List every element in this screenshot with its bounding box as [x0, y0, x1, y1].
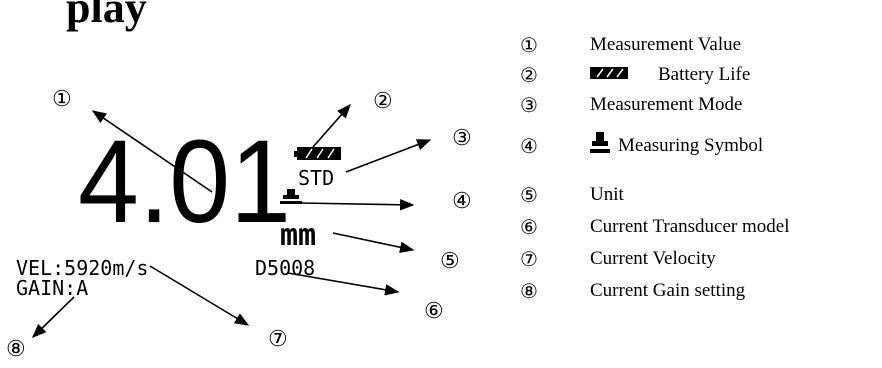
legend-label: Measuring Symbol [618, 135, 764, 156]
gain-readout: GAIN:A [16, 276, 88, 300]
legend-label: Current Gain setting [590, 280, 746, 301]
measurement-mode: STD [298, 166, 334, 190]
callout-3: ③ [452, 125, 472, 150]
legend-item-3: ③ Measurement Mode [520, 90, 742, 120]
section-title-fragment: play [66, 0, 147, 32]
measuring-symbol-icon [280, 189, 302, 204]
measuring-symbol-icon [590, 132, 610, 160]
callout-1: ① [52, 86, 72, 111]
legend-label: Unit [590, 184, 624, 205]
legend-label: Current Transducer model [590, 216, 790, 237]
arrow-5 [332, 232, 415, 253]
arrow-6 [287, 272, 400, 296]
legend-number: ⑥ [520, 216, 538, 239]
callout-6: ⑥ [424, 298, 444, 323]
legend-number: ② [520, 64, 538, 87]
legend-item-1: ① Measurement Value [520, 30, 741, 60]
arrow-1 [91, 110, 213, 193]
callout-2: ② [373, 88, 393, 113]
arrow-7 [149, 265, 250, 326]
arrow-4 [299, 199, 415, 211]
legend-number: ④ [520, 135, 538, 158]
arrow-8 [31, 296, 75, 339]
arrow-2 [312, 103, 351, 148]
velocity-readout: VEL:5920m/s [16, 256, 148, 280]
unit-label: mm [280, 218, 316, 253]
legend-number: ③ [520, 94, 538, 117]
callout-8: ⑧ [6, 336, 26, 361]
legend-item-6: ⑥ Current Transducer model [520, 212, 789, 242]
legend-item-5: ⑤ Unit [520, 180, 624, 210]
measurement-value: 4.01 [78, 116, 291, 248]
legend-label: Battery Life [658, 64, 751, 85]
battery-icon [294, 147, 341, 160]
legend-label: Measurement Value [590, 34, 742, 55]
callout-7: ⑦ [268, 326, 288, 351]
callout-5: ⑤ [440, 248, 460, 273]
legend-item-8: ⑧ Current Gain setting [520, 276, 745, 306]
legend-item-4: ④ Measuring Symbol [520, 128, 763, 164]
legend-number: ⑤ [520, 184, 538, 207]
legend-item-2: ② Battery Life [520, 60, 750, 90]
callout-4: ④ [452, 188, 472, 213]
arrow-3 [345, 139, 432, 173]
battery-icon [590, 64, 628, 86]
legend-label: Current Velocity [590, 248, 716, 269]
legend-label: Measurement Mode [590, 94, 743, 115]
legend-item-7: ⑦ Current Velocity [520, 244, 716, 274]
legend-number: ① [520, 34, 538, 57]
legend-number: ⑧ [520, 280, 538, 303]
legend-number: ⑦ [520, 248, 538, 271]
